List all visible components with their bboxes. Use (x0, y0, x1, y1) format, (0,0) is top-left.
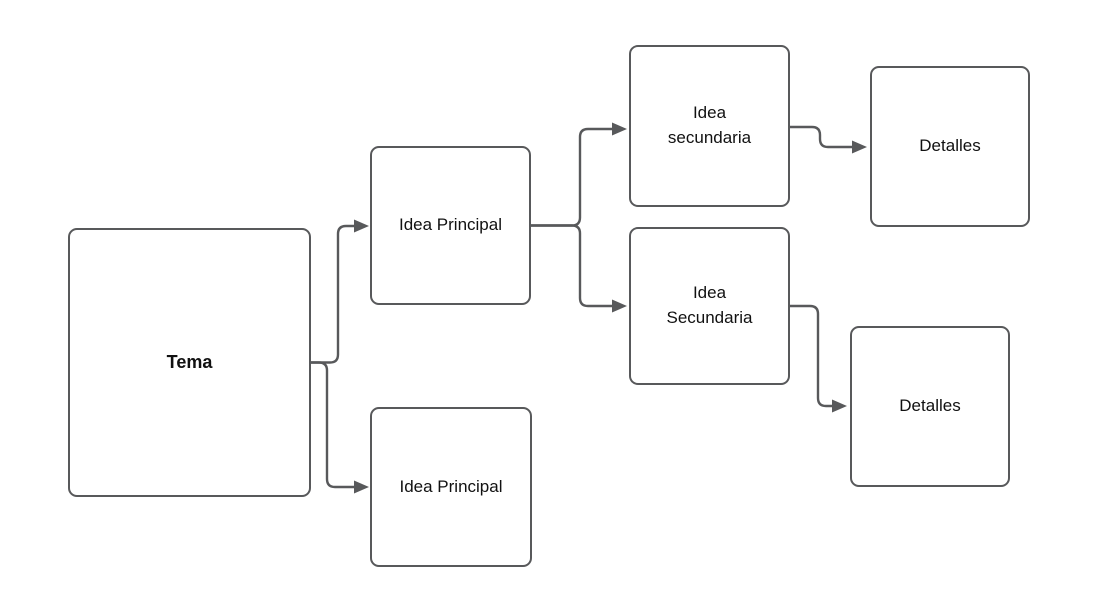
node-idea-principal-2[interactable]: Idea Principal (370, 407, 532, 567)
connector-tema-to-idea-principal-1 (311, 224, 355, 364)
connector-idea-secundaria-2-to-detalles-2 (790, 304, 833, 408)
connector-idea-principal-1-to-idea-secundaria-2 (531, 224, 613, 308)
arrowhead-icon (612, 299, 627, 313)
node-tema-label: Tema (166, 352, 213, 373)
connector-idea-secundaria-1-to-detalles-1 (790, 125, 853, 149)
connector-tema-to-idea-principal-2 (311, 361, 355, 489)
arrowhead-icon (354, 480, 369, 494)
node-detalles-2[interactable]: Detalles (850, 326, 1010, 487)
node-idea-secundaria-2[interactable]: Idea Secundaria (629, 227, 790, 385)
arrowhead-icon (354, 219, 369, 233)
node-tema[interactable]: Tema (68, 228, 311, 497)
node-idea-secundaria-1[interactable]: Idea secundaria (629, 45, 790, 207)
arrowhead-icon (612, 122, 627, 136)
node-detalles-1[interactable]: Detalles (870, 66, 1030, 227)
connector-idea-principal-1-to-idea-secundaria-1 (531, 127, 613, 227)
node-detalles-1-label: Detalles (919, 136, 981, 156)
arrowhead-icon (832, 399, 847, 413)
node-idea-secundaria-1-label: Idea secundaria (667, 103, 752, 147)
arrowhead-icon (852, 140, 867, 154)
node-idea-principal-1-label: Idea Principal (398, 215, 502, 235)
node-idea-secundaria-2-label: Idea Secundaria (666, 283, 753, 327)
node-detalles-2-label: Detalles (899, 396, 961, 416)
node-idea-principal-2-label: Idea Principal (399, 476, 503, 496)
node-idea-principal-1[interactable]: Idea Principal (370, 146, 531, 305)
